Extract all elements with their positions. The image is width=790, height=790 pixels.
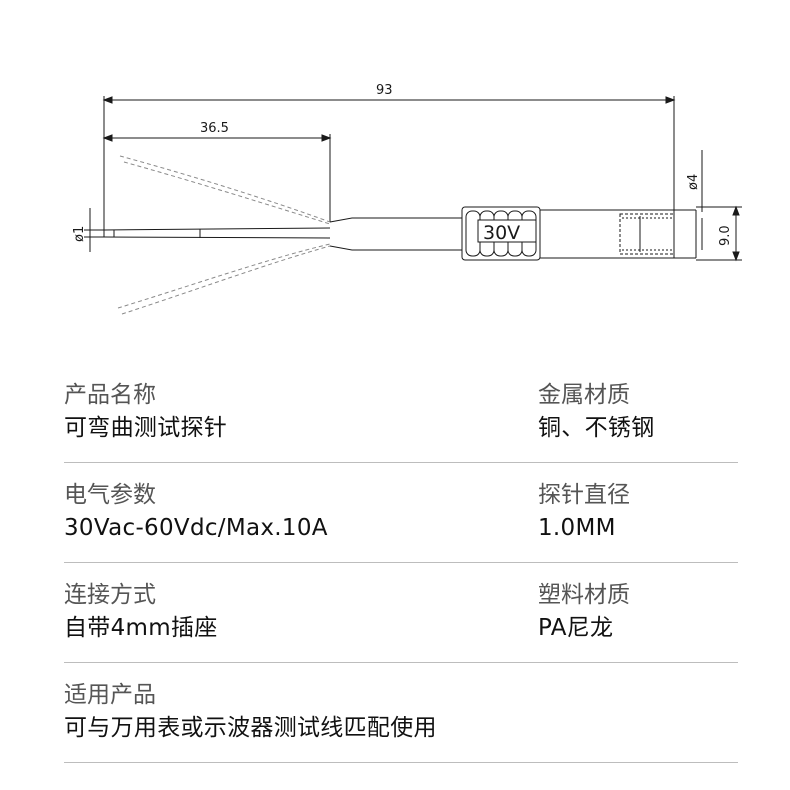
flex-range-outline	[117, 155, 331, 315]
dimension-tip-length	[102, 134, 332, 222]
spec-value: 可与万用表或示波器测试线匹配使用	[64, 715, 437, 741]
spec-value: 1.0MM	[538, 515, 616, 541]
spec-cell: 电气参数 30Vac-60Vdc/Max.10A	[64, 480, 328, 543]
dimension-body-height-label: 9.0	[718, 225, 733, 246]
spec-cell: 金属材质 铜、不锈钢	[538, 380, 655, 443]
spec-cell: 连接方式 自带4mm插座	[64, 580, 218, 643]
spec-value: 可弯曲测试探针	[64, 415, 228, 441]
spec-row: 连接方式 自带4mm插座 塑料材质 PA尼龙	[64, 580, 738, 663]
dimension-pin-label: ø1	[72, 226, 87, 242]
spec-label: 电气参数	[64, 482, 156, 508]
dimension-total-label: 93	[376, 83, 393, 98]
dimension-body-height	[696, 205, 742, 262]
spec-value: 30Vac-60Vdc/Max.10A	[64, 515, 328, 541]
spec-value: 自带4mm插座	[64, 615, 218, 641]
spec-label: 探针直径	[538, 482, 630, 508]
spec-cell: 产品名称 可弯曲测试探针	[64, 380, 227, 443]
spec-value: PA尼龙	[538, 615, 614, 641]
spec-value: 铜、不锈钢	[538, 415, 655, 441]
spec-label: 塑料材质	[538, 582, 630, 608]
dimension-tip-label: 36.5	[200, 121, 229, 136]
spec-label: 适用产品	[64, 682, 156, 708]
spec-cell: 探针直径 1.0MM	[538, 480, 630, 543]
dimension-socket-label: ø4	[686, 174, 701, 190]
socket-4mm	[619, 213, 675, 255]
dimension-total-length	[102, 96, 676, 232]
body-marking: 30V	[483, 222, 520, 244]
spec-label: 连接方式	[64, 582, 156, 608]
spec-label: 产品名称	[64, 382, 156, 408]
spec-cell: 塑料材质 PA尼龙	[538, 580, 630, 643]
dimension-pin-diameter	[84, 208, 106, 252]
spec-row: 产品名称 可弯曲测试探针 金属材质 铜、不锈钢	[64, 380, 738, 463]
probe-technical-drawing: 93 36.5 ø1	[72, 83, 742, 315]
spec-row: 电气参数 30Vac-60Vdc/Max.10A 探针直径 1.0MM	[64, 480, 738, 563]
spec-row: 适用产品 可与万用表或示波器测试线匹配使用	[64, 680, 738, 763]
probe-pin	[103, 217, 462, 251]
spec-cell: 适用产品 可与万用表或示波器测试线匹配使用	[64, 680, 437, 743]
probe-body	[461, 206, 697, 261]
spec-label: 金属材质	[538, 382, 630, 408]
